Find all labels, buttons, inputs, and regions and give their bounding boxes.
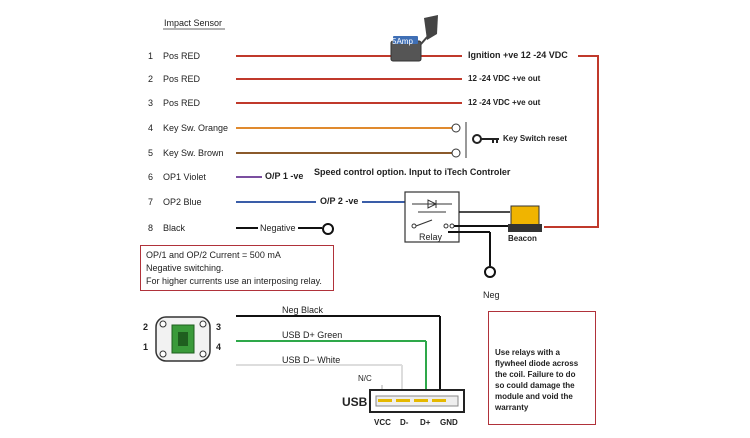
usb-nc-label: N/C [358,374,372,383]
usb-pin-label: GND [440,418,458,427]
usb-plug-icon [369,389,465,413]
connector-pin-label: 4 [216,342,222,352]
note-line: For higher currents use an interposing r… [146,276,322,286]
wire-num: 2 [148,74,154,84]
usb-green-label: USB D+ Green [282,330,343,340]
wire-label: Pos RED [163,51,201,61]
flywheel-diode-icon [412,199,452,209]
wire-label: OP2 Blue [163,197,202,207]
connector-pin-label: 3 [216,322,222,332]
relay-box [404,191,460,243]
key-switch-terminal-2 [451,148,461,158]
wire-label: OP1 Violet [163,172,206,182]
speed-control-label: Speed control option. Input to iTech Con… [314,167,511,177]
key-switch-terminal-1 [451,123,461,133]
usb-pin-label: D+ [420,418,431,427]
wire-num: 6 [148,172,154,182]
fuse-label: 5Amp [392,37,413,46]
fuse-label-plate [393,36,418,44]
connector-pin-label: 1 [143,342,149,352]
warning-box: Use relays with a flywheel diode across … [488,311,596,425]
neg-terminal-icon [484,266,496,278]
ignition-loop-wire [544,55,599,228]
out-label: 12 -24 VDC +ve out [468,74,541,83]
wire-label: Pos RED [163,98,201,108]
wire-num: 7 [148,197,154,207]
connector-pin-label: 2 [143,322,149,332]
relay-contact [415,219,433,227]
beacon-icon [508,205,542,232]
warning-line: Use relays with a [495,348,560,357]
diagram-title: Impact Sensor [164,18,223,28]
warning-line: so could damage the [495,381,575,390]
wire-num: 1 [148,51,154,61]
negative-label: Negative [260,223,296,233]
warning-line: the coil. Failure to do [495,370,576,379]
op2-neg-label: O/P 2 -ve [320,196,359,206]
op1-neg-label: O/P 1 -ve [265,171,304,181]
relay-label: Relay [419,232,443,242]
ignition-label: Ignition +ve 12 -24 VDC [468,50,568,60]
warning-line: flywheel diode across [495,359,579,368]
sensor-connector-icon [155,316,211,362]
wire-label: Key Sw. Orange [163,123,229,133]
usb-label: USB [342,395,368,409]
wire-label: Pos RED [163,74,201,84]
wire-label: Black [163,223,186,233]
usb-pin-label: D- [400,418,409,427]
ground-terminal-icon [322,223,334,235]
fuse-holder-icon [424,15,438,40]
out-label: 12 -24 VDC +ve out [468,98,541,107]
current-note-box: OP/1 and OP/2 Current = 500 mA Negative … [140,245,334,291]
usb-neg-black-label: Neg Black [282,305,324,315]
wire-num: 5 [148,148,154,158]
wire-label: Key Sw. Brown [163,148,224,158]
wire-num: 4 [148,123,154,133]
beacon-label: Beacon [508,234,537,243]
note-line: Negative switching. [146,263,224,273]
warning-line: warranty [495,403,529,412]
key-switch-reset-label: Key Switch reset [503,134,568,143]
note-line: OP/1 and OP/2 Current = 500 mA [146,250,281,260]
wire-num: 3 [148,98,154,108]
warning-line: module and void the [495,392,573,401]
neg-label: Neg [483,290,500,300]
usb-white-label: USB D− White [282,355,341,365]
key-icon [472,134,499,144]
wire-num: 8 [148,223,154,233]
usb-pin-label: VCC [374,418,391,427]
